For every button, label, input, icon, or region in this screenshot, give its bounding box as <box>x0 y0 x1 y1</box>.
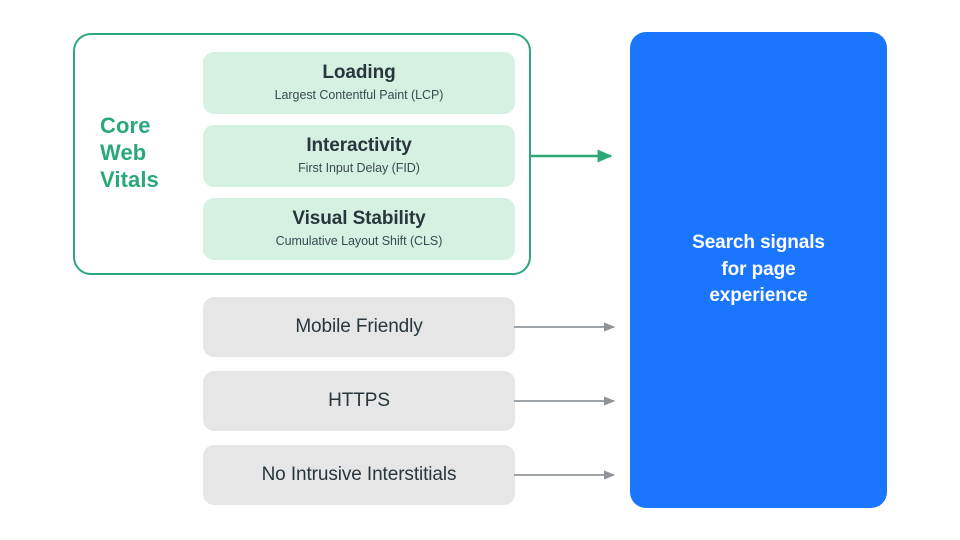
search-signals-panel-label: Search signals for page experience <box>692 231 825 307</box>
signal-card-mobile-friendly[interactable]: Mobile Friendly <box>203 297 515 357</box>
metric-subtitle: First Input Delay (FID) <box>298 160 420 175</box>
signal-label: Mobile Friendly <box>295 316 423 337</box>
metric-title: Loading <box>322 61 396 83</box>
signal-card-https[interactable]: HTTPS <box>203 371 515 431</box>
core-web-vitals-group <box>73 33 531 275</box>
metric-title: Visual Stability <box>292 207 426 229</box>
metric-subtitle: Cumulative Layout Shift (CLS) <box>275 233 443 248</box>
search-signals-panel[interactable]: Search signals for page experience <box>630 32 887 508</box>
signal-label: HTTPS <box>328 390 390 411</box>
metric-card-interactivity[interactable]: Interactivity First Input Delay (FID) <box>203 125 515 187</box>
metric-card-loading[interactable]: Loading Largest Contentful Paint (LCP) <box>203 52 515 114</box>
core-web-vitals-group-label: Core Web Vitals <box>100 113 159 192</box>
metric-title: Interactivity <box>306 134 412 156</box>
signal-card-no-intrusive-interstitials[interactable]: No Intrusive Interstitials <box>203 445 515 505</box>
metric-subtitle: Largest Contentful Paint (LCP) <box>274 87 444 102</box>
signal-label: No Intrusive Interstitials <box>261 464 457 485</box>
metric-card-visual-stability[interactable]: Visual Stability Cumulative Layout Shift… <box>203 198 515 260</box>
